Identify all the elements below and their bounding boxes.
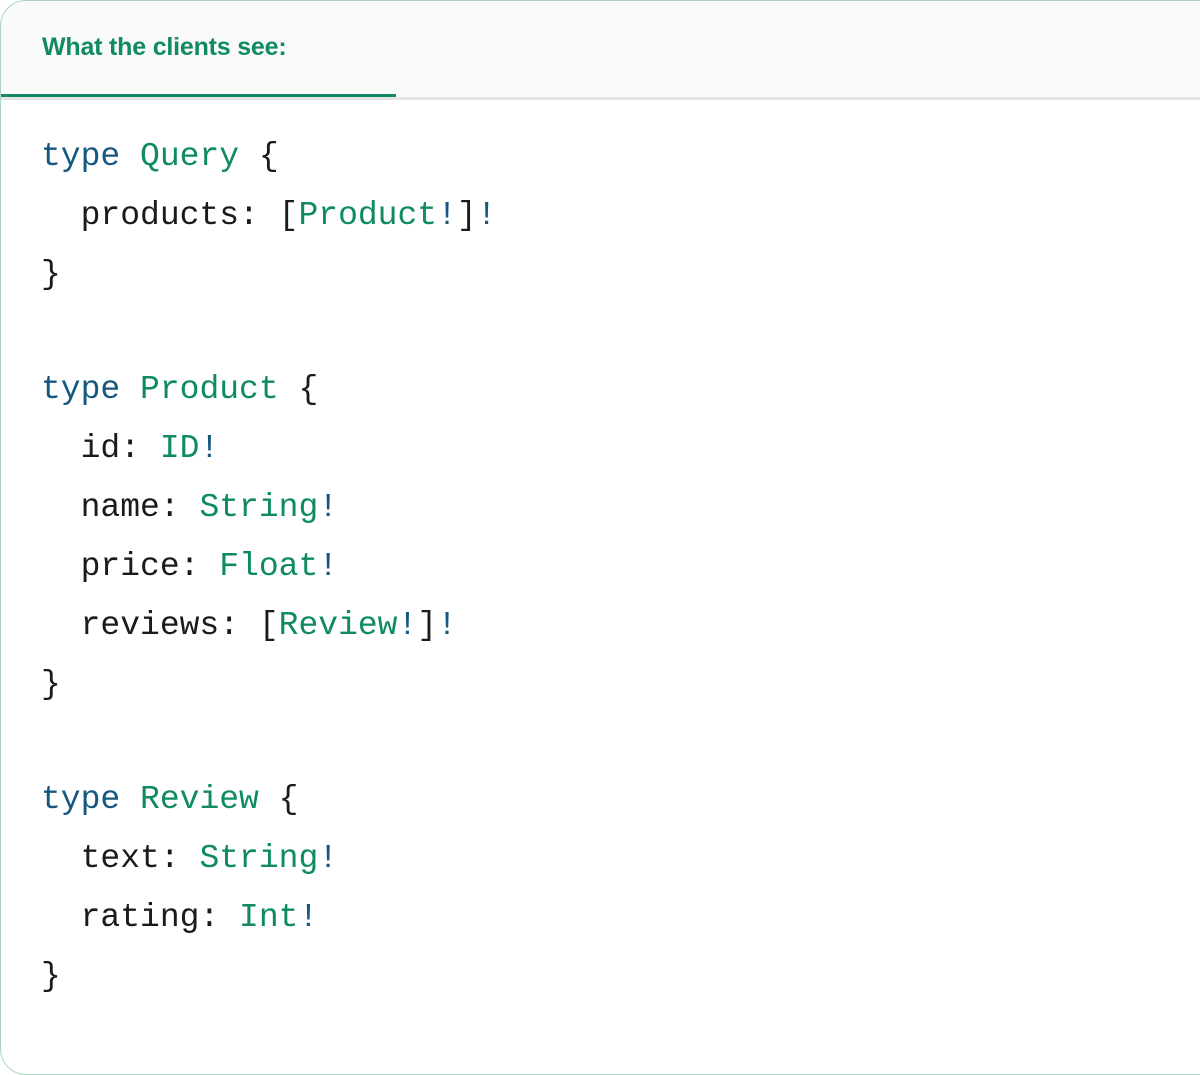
type-ref-float: Float: [219, 548, 319, 585]
type-ref-string-1: String: [199, 489, 319, 526]
field-price: price: [80, 548, 180, 585]
type-name-query: Query: [140, 138, 240, 175]
brace-open-3: {: [278, 781, 299, 818]
colon-5: :: [219, 607, 259, 644]
bang-9: !: [298, 899, 319, 936]
space-3: [120, 371, 140, 408]
brace-open-2: {: [298, 371, 319, 408]
colon-4: :: [179, 548, 220, 585]
code-line-1: type Query {: [41, 138, 279, 175]
space-5: [120, 781, 140, 818]
space-2: [239, 138, 259, 175]
code-line-13: text: String!: [41, 840, 338, 877]
colon-6: :: [159, 840, 200, 877]
indent-5: [41, 607, 81, 644]
tab-bar: What the clients see:: [1, 1, 1200, 100]
bang-8: !: [318, 840, 339, 877]
bang-1: !: [437, 197, 457, 234]
type-name-review: Review: [140, 781, 259, 818]
type-ref-id: ID: [159, 430, 200, 467]
code-line-11-blank: [41, 713, 1200, 769]
bracket-open-1: [: [278, 197, 299, 234]
code-line-15: }: [41, 958, 61, 995]
brace-close-3: }: [41, 958, 61, 995]
bracket-open-2: [: [258, 607, 279, 644]
bang-7: !: [437, 607, 457, 644]
code-line-10: }: [41, 666, 61, 703]
indent-7: [41, 899, 81, 936]
keyword-type-2: type: [41, 371, 121, 408]
field-name: name: [80, 489, 160, 526]
bang-4: !: [318, 489, 339, 526]
code-line-4-blank: [41, 303, 1200, 359]
code-area: type Query { products: [Product!]! } typ…: [1, 100, 1200, 1005]
brace-close-2: }: [41, 666, 61, 703]
space-4: [279, 371, 299, 408]
space-6: [259, 781, 279, 818]
code-line-9: reviews: [Review!]!: [41, 607, 457, 644]
field-text: text: [80, 840, 160, 877]
colon-2: :: [120, 430, 160, 467]
brace-close-1: }: [41, 256, 61, 293]
bang-2: !: [476, 197, 497, 234]
field-id: id: [80, 430, 121, 467]
indent-4: [41, 548, 81, 585]
code-line-2: products: [Product!]!: [41, 197, 497, 234]
code-line-8: price: Float!: [41, 548, 338, 585]
tab-label: What the clients see:: [42, 33, 287, 61]
tab-what-the-clients-see[interactable]: What the clients see:: [1, 1, 396, 97]
code-line-3: }: [41, 256, 61, 293]
field-rating: rating: [80, 899, 200, 936]
field-reviews: reviews: [80, 607, 220, 644]
bang-5: !: [318, 548, 339, 585]
indent-2: [41, 430, 81, 467]
field-products: products: [80, 197, 240, 234]
bracket-close-2: ]: [417, 607, 438, 644]
colon-7: :: [199, 899, 240, 936]
code-line-14: rating: Int!: [41, 899, 319, 936]
code-line-7: name: String!: [41, 489, 338, 526]
indent-3: [41, 489, 81, 526]
type-ref-string-2: String: [199, 840, 319, 877]
graphql-schema-code[interactable]: type Query { products: [Product!]! } typ…: [1, 126, 1200, 1005]
code-content: type Query { products: [Product!]! } typ…: [41, 138, 1200, 995]
indent-6: [41, 840, 81, 877]
brace-open-1: {: [258, 138, 279, 175]
bracket-close-1: ]: [456, 197, 477, 234]
colon-3: :: [159, 489, 200, 526]
bang-6: !: [397, 607, 418, 644]
keyword-type-1: type: [41, 138, 121, 175]
indent-1: [41, 197, 81, 234]
colon-1: :: [239, 197, 279, 234]
type-ref-product-1: Product: [298, 197, 438, 234]
type-name-product: Product: [140, 371, 279, 408]
code-line-5: type Product {: [41, 371, 318, 408]
type-ref-review-1: Review: [278, 607, 398, 644]
type-ref-int: Int: [239, 899, 299, 936]
keyword-type-3: type: [41, 781, 121, 818]
code-line-6: id: ID!: [41, 430, 220, 467]
space-1: [120, 138, 140, 175]
bang-3: !: [199, 430, 220, 467]
code-line-12: type Review {: [41, 781, 298, 818]
